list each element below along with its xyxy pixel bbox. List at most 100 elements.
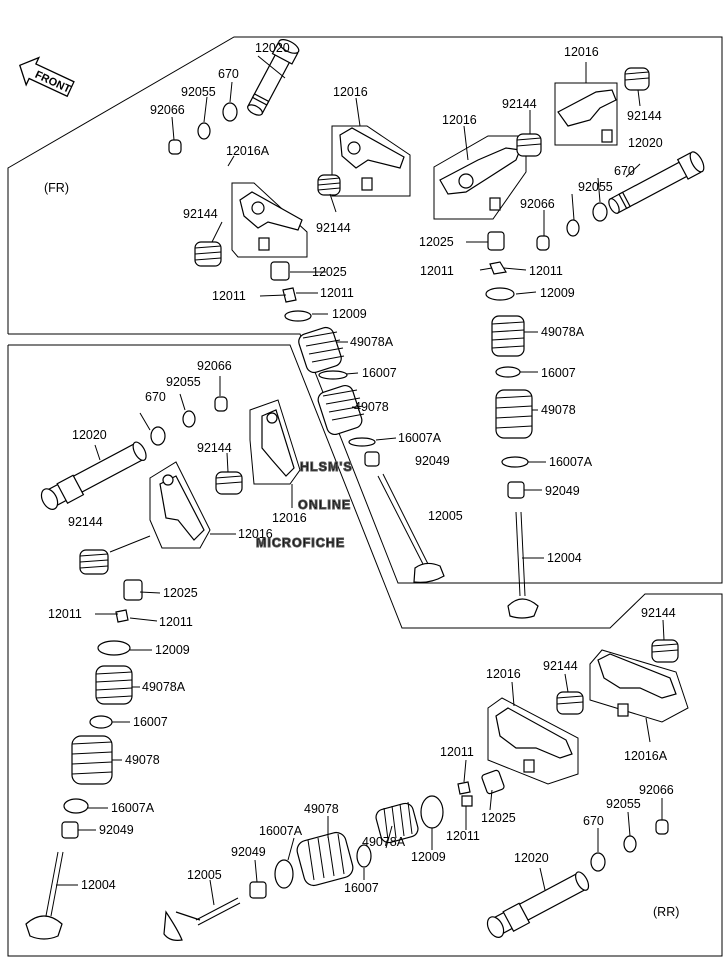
label-16007: 16007 [362,366,397,380]
region-label-rr: (RR) [653,905,679,919]
rocker-arm-12016-mid-box [433,135,527,220]
retainer-12009-part [284,310,312,322]
label-92144: 92144 [316,221,351,235]
rocker-arm-12016a-box [231,182,308,258]
retainer-12009-part [485,287,515,301]
spring-92144-part [651,639,679,663]
valve-seal-92049-part [61,821,79,839]
label-12011: 12011 [440,745,474,759]
label-12009: 12009 [332,307,367,321]
label-92066: 92066 [150,103,185,117]
valve-seal-92049-part [364,451,380,467]
label-92055: 92055 [166,375,201,389]
rocker-arm-12016-rear-left-box [149,461,211,549]
rocker-shaft-part [608,151,705,214]
label-92055: 92055 [578,180,613,194]
spring-seat-16007a-part [348,437,376,447]
cotter-12011-part [461,795,473,807]
spring-seat-16007a-part [63,798,89,814]
label-12020: 12020 [72,428,107,442]
rocker-shaft-part [247,39,300,116]
label-12009: 12009 [155,643,190,657]
valve-seal-92049-part [507,481,525,499]
label-12005: 12005 [428,509,463,523]
label-92055: 92055 [181,85,216,99]
label-12011: 12011 [159,615,193,629]
label-12005: 12005 [187,868,222,882]
label-49078a: 49078A [350,335,394,349]
label-16007a: 16007A [549,455,593,469]
label-12016: 12016 [238,527,273,541]
label-92144: 92144 [543,659,578,673]
label-92144: 92144 [627,109,662,123]
front-region-border [7,36,723,584]
label-12016: 12016 [333,85,368,99]
valve-12004-part [25,851,64,940]
retainer-12009-part [97,640,131,656]
label-49078: 49078 [125,753,160,767]
o-ring-92055-part [623,835,637,853]
region-label-fr: (FR) [44,181,69,195]
rear-region-border [7,344,723,957]
valve-12005-part [163,897,241,941]
front-arrow-icon: FRONT [19,56,75,98]
spring-92144-part [624,67,650,91]
spring-92144-part [516,133,542,157]
cotter-12011-part [457,781,471,795]
label-92144: 92144 [641,606,676,620]
label-12016: 12016 [564,45,599,59]
inner-spring-49078-part [296,831,354,887]
plug-92066-part [214,396,228,412]
spring-seat-16007-part [89,715,113,729]
label-92144: 92144 [197,441,232,455]
label-12004: 12004 [81,878,116,892]
label-92049: 92049 [545,484,580,498]
rocker-arm-12016-rear-left-part [159,475,205,541]
label-92049: 92049 [415,454,450,468]
label-670: 670 [145,390,166,404]
label-12016: 12016 [486,667,521,681]
rocker-arm-12016a-rear-part [597,653,677,699]
rocker-arm-12016-rear-part [495,707,573,759]
label-12025: 12025 [312,265,347,279]
o-ring-670-part [222,102,238,122]
rocker-shaft-part [40,441,147,510]
cotter-12011-part [489,261,507,275]
inner-spring-49078-part [71,735,113,785]
label-670: 670 [614,164,635,178]
label-92144: 92144 [68,515,103,529]
label-12016a: 12016A [624,749,668,763]
part-labels: 12020 670 92055 92066 12016A 12016 92144… [48,41,676,895]
cotter-12011-part [115,609,129,623]
spring-92144-part [194,241,222,267]
spring-seat-16007-part [318,370,348,380]
outer-spring-49078a-part [95,665,133,705]
adjuster-12025-part [270,261,290,281]
leader-lines [56,62,665,906]
o-ring-670-part [592,202,608,222]
outer-spring-49078a-part [491,315,525,357]
label-12025: 12025 [481,811,516,825]
valve-12004-part [507,511,539,619]
plug-92066-part [168,139,182,155]
o-ring-670-part [590,852,606,872]
label-92066: 92066 [520,197,555,211]
label-12025: 12025 [163,586,198,600]
o-ring-92055-part [197,122,211,140]
rocker-arm-12016-mid-part [439,147,521,195]
label-49078a: 49078A [541,325,585,339]
rocker-arm-12016a-part [239,191,303,231]
rocker-shaft-part [486,871,590,938]
rocker-arm-12016-rear-mid-box [249,399,301,485]
inner-spring-49078-part [317,384,365,436]
watermark-line1: HLSM'S [300,460,353,474]
label-12011: 12011 [420,264,454,278]
plug-92066-part [655,819,669,835]
label-16007: 16007 [344,881,379,895]
label-49078: 49078 [304,802,339,816]
label-12011: 12011 [320,286,354,300]
o-ring-670-part [150,426,166,446]
label-92144: 92144 [183,207,218,221]
label-12011: 12011 [446,829,480,843]
